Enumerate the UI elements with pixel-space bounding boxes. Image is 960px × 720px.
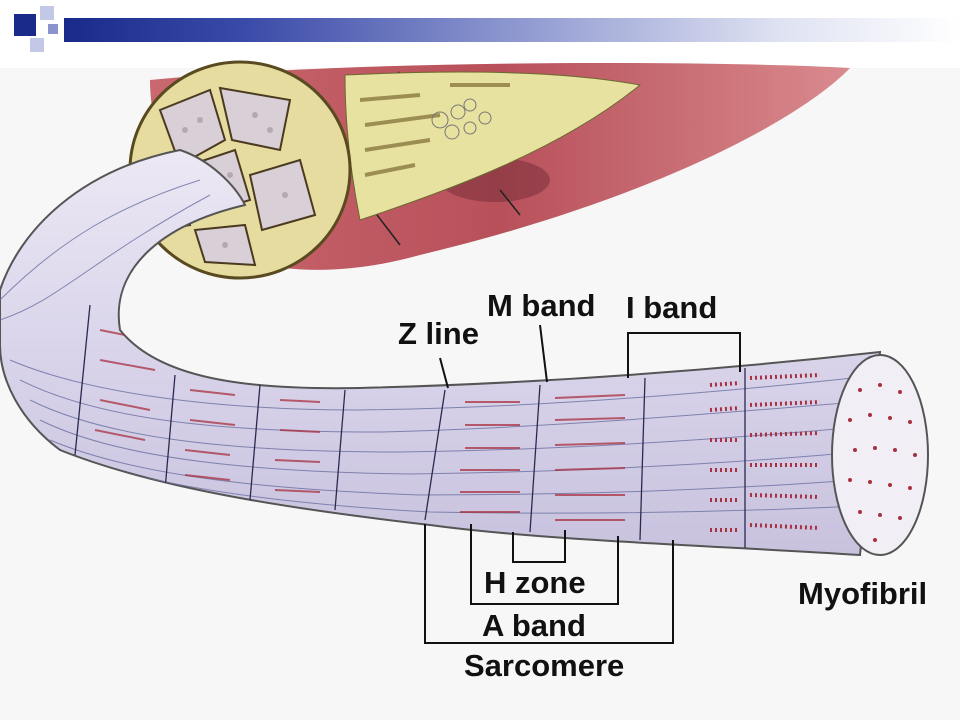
z-line-pointer: [440, 358, 448, 388]
label-m-band: M band: [487, 290, 596, 321]
label-sarcomere: Sarcomere: [464, 650, 624, 681]
label-h-zone: H zone: [484, 567, 586, 598]
label-myofibril: Myofibril: [798, 578, 927, 609]
label-a-band: A band: [482, 610, 586, 641]
label-z-line: Z line: [398, 318, 479, 349]
m-band-pointer: [540, 325, 547, 382]
label-i-band: I band: [626, 292, 717, 323]
